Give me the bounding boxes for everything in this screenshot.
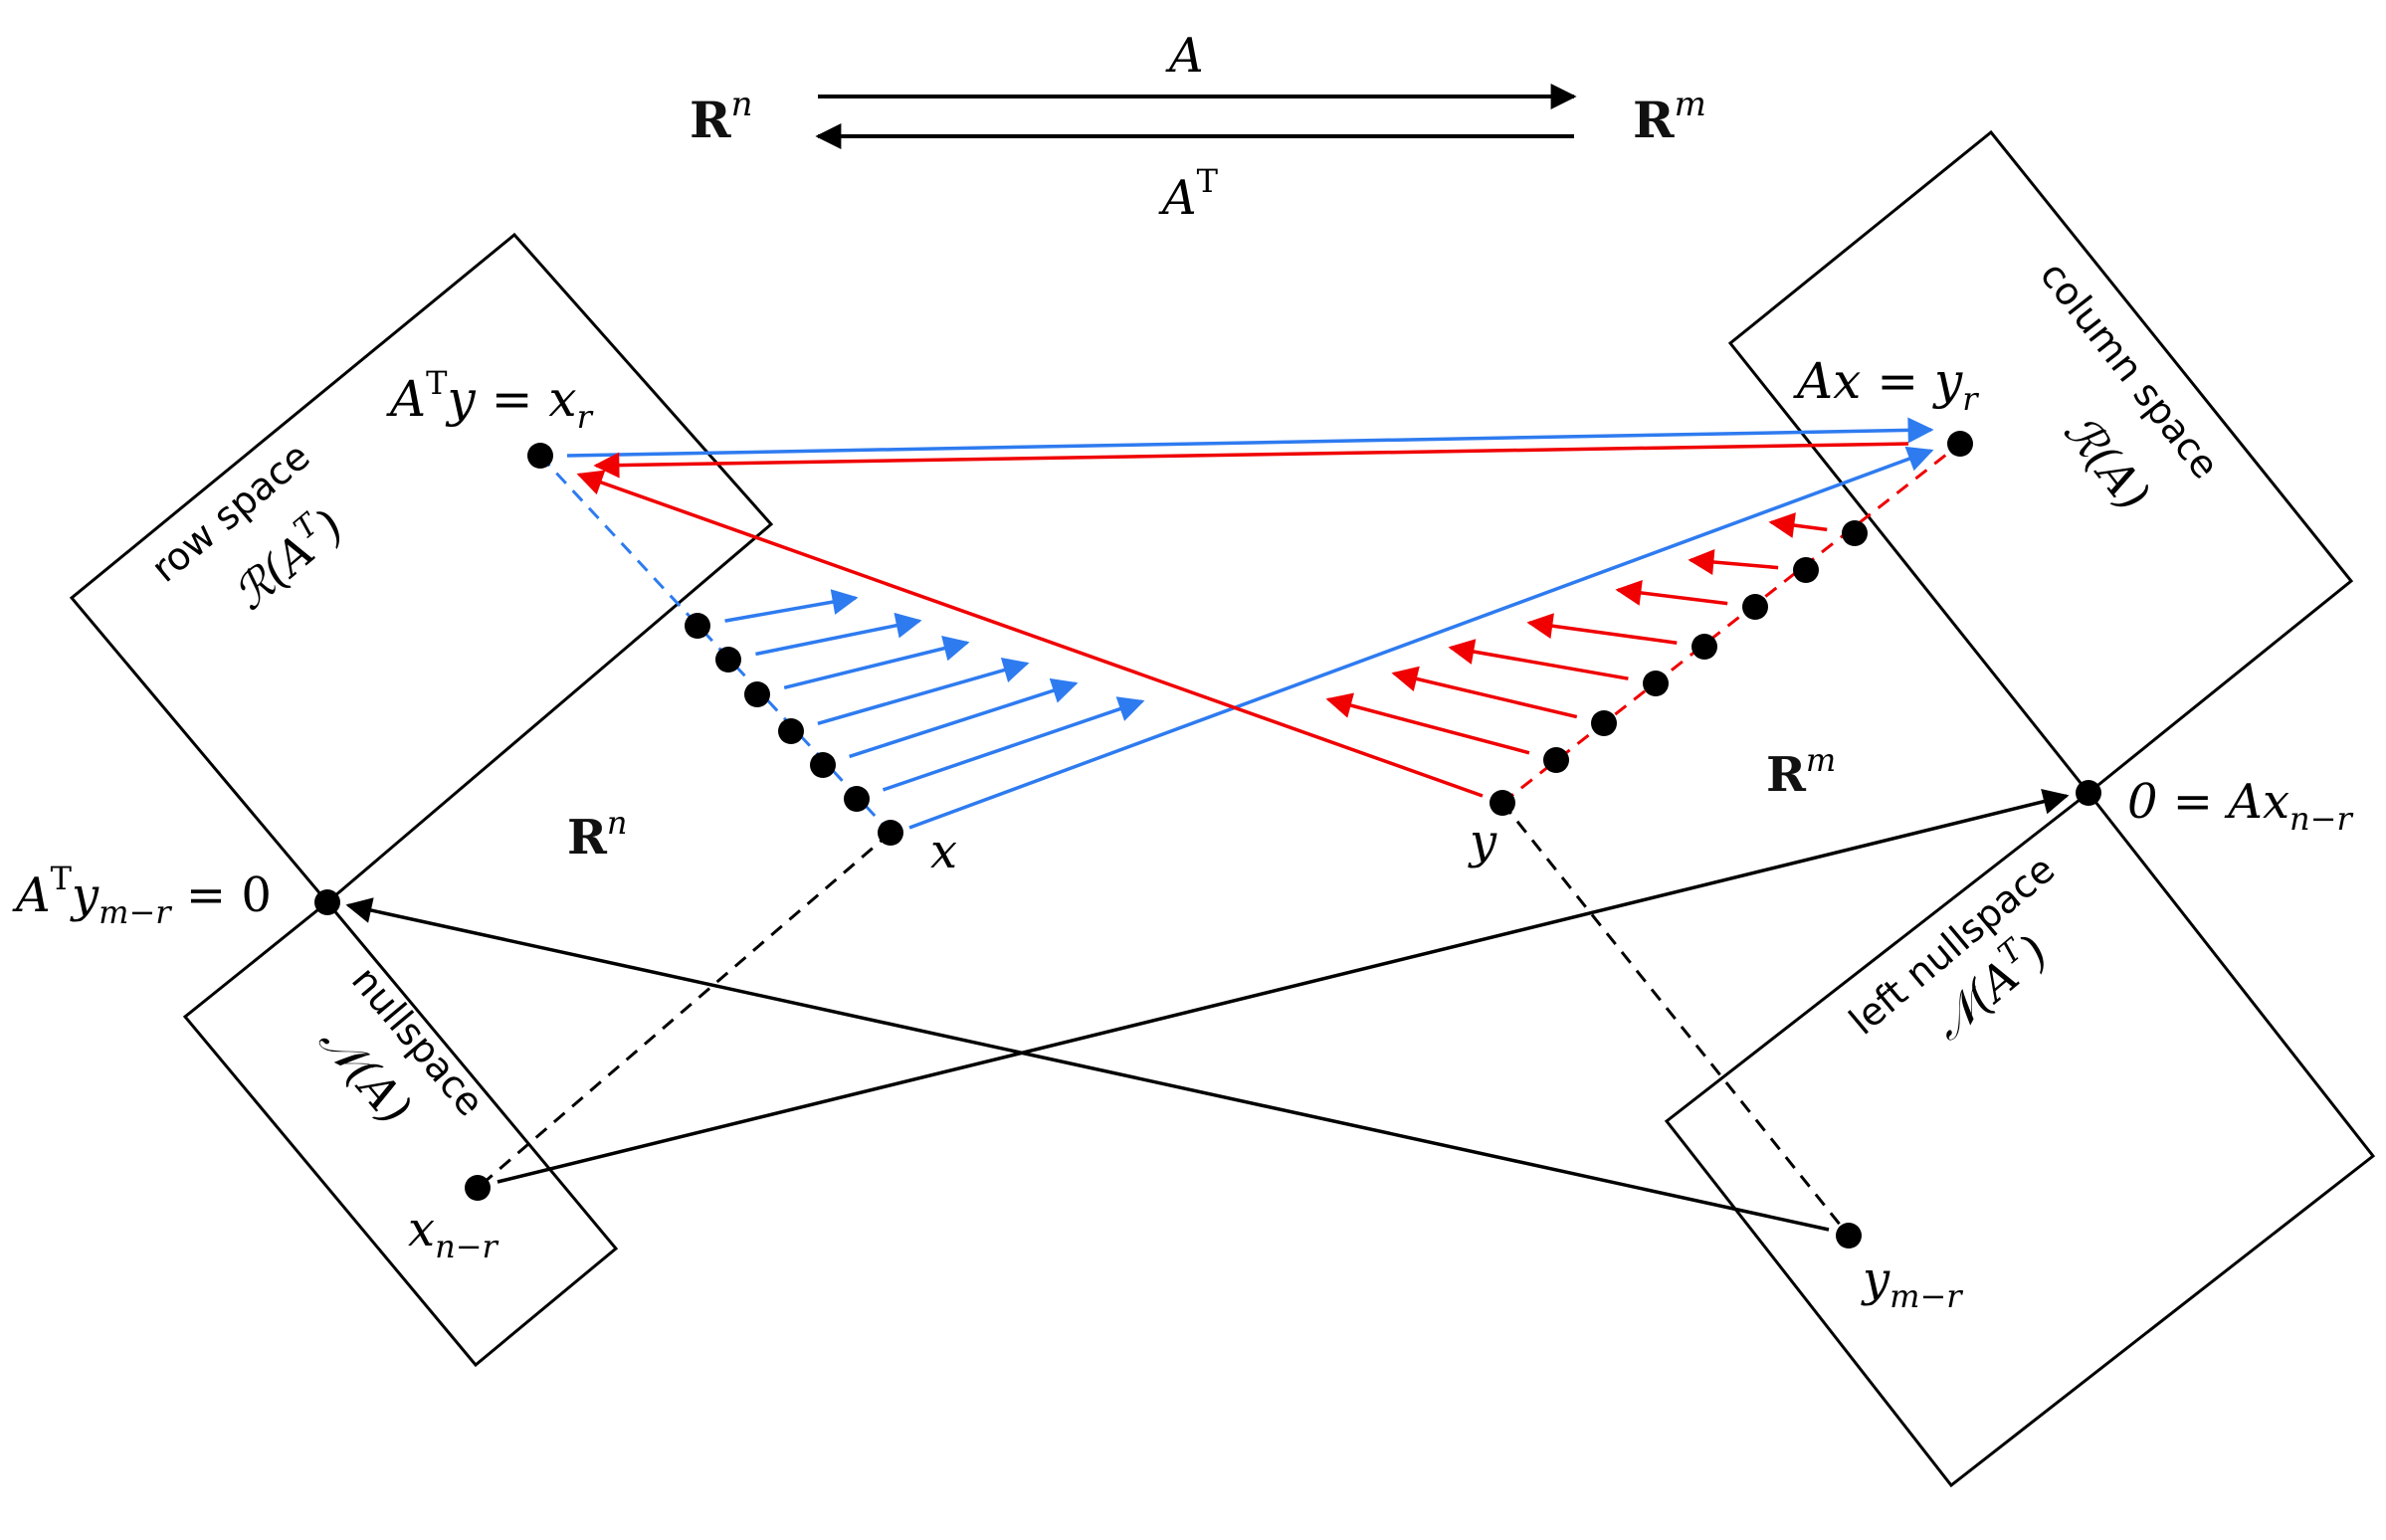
red-step-point xyxy=(1793,557,1819,583)
ynr-label: ym−r xyxy=(1861,1251,1963,1315)
blue-step-point xyxy=(778,718,804,744)
red-interpolation-arrows xyxy=(1325,512,1868,773)
zero-m-point xyxy=(2076,780,2101,806)
red-step-arrow xyxy=(1448,639,1629,680)
red-step-arrow xyxy=(1615,579,1728,606)
y-to-ynr-dashed xyxy=(1500,802,1851,1237)
mapping-header: Rn Rm A AT xyxy=(690,28,1706,226)
xr-point xyxy=(527,443,553,469)
ynr-point xyxy=(1836,1223,1862,1249)
x-to-yr-blue-arrow xyxy=(908,446,1934,830)
blue-step-arrow xyxy=(849,677,1079,759)
blue-step-point xyxy=(744,681,770,707)
red-step-arrow xyxy=(1325,692,1530,755)
domain-label: Rn xyxy=(690,85,752,149)
yr-to-xr-red-arrow xyxy=(593,442,1909,479)
rn-region-label: Rn xyxy=(567,804,628,866)
backward-map-label: AT xyxy=(1158,162,1219,226)
xnr-label: xn−r xyxy=(408,1202,499,1265)
red-step-point xyxy=(1742,594,1768,620)
codomain-label: Rm xyxy=(1633,85,1706,149)
red-step-point xyxy=(1543,747,1569,773)
xnr-point xyxy=(465,1175,491,1201)
y-label: y xyxy=(1468,814,1497,869)
red-step-arrow xyxy=(1688,549,1779,575)
zero-m-label: 0 = Axn−r xyxy=(2127,774,2353,838)
zero-n-label: ATym−r = 0 xyxy=(12,860,272,931)
left-nullspace-box xyxy=(1664,790,2376,1488)
xr-to-yr-blue-arrow xyxy=(566,417,1934,458)
red-step-arrow xyxy=(1526,613,1678,645)
y-point xyxy=(1490,790,1515,816)
x-point xyxy=(878,820,903,846)
red-step-point xyxy=(1842,520,1868,546)
red-step-point xyxy=(1643,671,1669,696)
xnr-to-zero-m-arrow xyxy=(497,788,2070,1184)
red-step-arrow xyxy=(1391,666,1578,719)
ynr-to-zero-n-arrow xyxy=(345,897,1830,1232)
blue-step-arrow xyxy=(755,612,922,657)
red-step-arrow xyxy=(1768,512,1828,538)
blue-step-arrow xyxy=(724,589,859,623)
forward-map-label: A xyxy=(1165,28,1204,84)
blue-step-point xyxy=(685,613,710,639)
red-step-point xyxy=(1691,634,1717,660)
red-step-point xyxy=(1591,710,1617,736)
blue-step-point xyxy=(844,786,870,812)
yr-label: Ax = yr xyxy=(1793,352,1979,418)
yr-point xyxy=(1947,431,1973,457)
blue-step-arrow xyxy=(783,635,970,689)
xr-label: ATy = xr xyxy=(386,364,594,436)
blue-step-arrow xyxy=(882,696,1145,792)
blue-step-point xyxy=(715,647,741,673)
nullspace-box xyxy=(182,899,619,1368)
column-space-box xyxy=(1727,129,2354,796)
x-to-xnr-dashed xyxy=(477,831,892,1190)
rm-region-label: Rm xyxy=(1766,741,1836,803)
x-to-xr-dashed xyxy=(538,454,893,835)
blue-interpolation-arrows xyxy=(685,589,1145,812)
y-to-xr-red-arrow xyxy=(576,470,1484,798)
x-label: x xyxy=(930,824,957,879)
blue-step-arrow xyxy=(817,657,1030,725)
zero-n-point xyxy=(314,889,340,915)
y-to-yr-dashed xyxy=(1501,442,1961,805)
blue-step-point xyxy=(810,752,836,778)
